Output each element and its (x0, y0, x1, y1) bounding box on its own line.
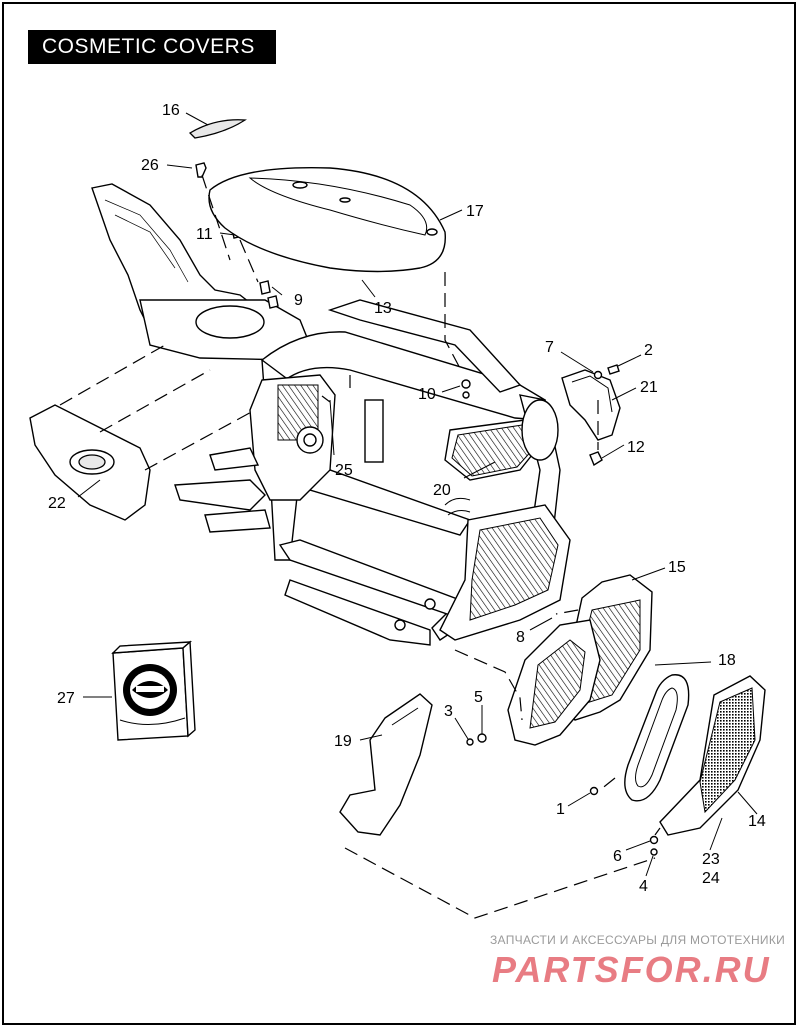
logo-wordmark: PARTSFOR.RU (492, 950, 771, 990)
radiator-housing (507, 619, 601, 746)
callout-17: 17 (466, 203, 484, 220)
part-2-screw (607, 364, 620, 375)
callout-11: 11 (196, 226, 213, 243)
callout-7: 7 (545, 339, 554, 356)
part-3-screw (466, 738, 474, 746)
callout-4: 4 (639, 878, 648, 895)
callout-16: 16 (162, 102, 180, 119)
page-title: COSMETIC COVERS (28, 30, 276, 64)
callout-labels: 16 26 17 11 9 13 7 2 21 10 12 25 20 22 1… (48, 102, 766, 895)
callout-2: 2 (644, 342, 653, 359)
part-14-mesh-cover (659, 675, 766, 836)
part-19-side-cover (339, 693, 433, 836)
motorcycle-frame (91, 183, 571, 646)
callout-24: 24 (702, 870, 720, 887)
callout-27: 27 (57, 690, 75, 707)
callout-5: 5 (474, 689, 483, 706)
callout-26: 26 (141, 157, 159, 174)
part-12-nut (589, 451, 603, 467)
part-18-trim-ring (624, 674, 690, 802)
part-6-washer (649, 835, 659, 845)
callout-22: 22 (48, 495, 66, 512)
callout-1: 1 (556, 801, 565, 818)
callout-18: 18 (718, 652, 736, 669)
callout-12: 12 (627, 439, 645, 456)
callout-23: 23 (702, 851, 720, 868)
watermark-caption: ЗАПЧАСТИ И АКСЕССУАРЫ ДЛЯ МОТОТЕХНИКИ (490, 933, 786, 947)
part-16-emblem (188, 119, 247, 139)
assembly-lines (59, 174, 661, 919)
part-4-screw (650, 848, 658, 856)
part-22-left-cover (29, 404, 151, 521)
callout-25: 25 (335, 462, 353, 479)
callout-14: 14 (748, 813, 766, 830)
callout-21: 21 (640, 379, 658, 396)
part-7-washer (593, 370, 603, 380)
part-27-touch-up-kit (111, 640, 196, 741)
partsfor-logo: PARTSFOR.RU (492, 950, 771, 990)
callout-8: 8 (516, 629, 525, 646)
callout-13: 13 (374, 300, 392, 317)
part-26-pin (195, 162, 207, 178)
callout-20: 20 (433, 482, 451, 499)
callout-15: 15 (668, 559, 686, 576)
callout-10: 10 (418, 386, 436, 403)
callout-9: 9 (294, 292, 303, 309)
callout-6: 6 (613, 848, 622, 865)
leader-lines (77, 112, 758, 877)
part-21-cover (561, 369, 621, 441)
part-17-tank-console (208, 166, 446, 273)
part-5-washer (477, 733, 487, 743)
callout-3: 3 (444, 703, 453, 720)
callout-19: 19 (334, 733, 352, 750)
part-1-screw (589, 786, 599, 796)
part-9-screws (259, 280, 279, 309)
